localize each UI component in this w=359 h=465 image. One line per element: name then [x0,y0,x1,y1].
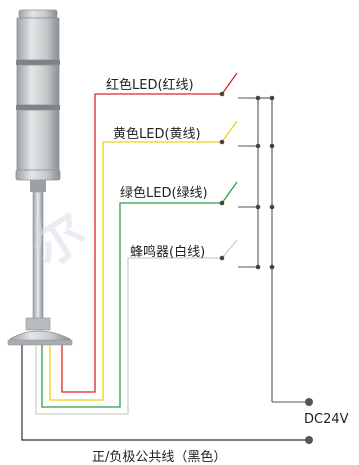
bus-junction-top-right [269,95,275,101]
white-switch-node [219,255,225,261]
green-wire [41,202,220,408]
tower-base-collar [25,317,51,331]
dc-bus [255,95,313,444]
bus-junction-y207 [269,204,275,210]
bus-junction-1 [255,95,261,101]
bus-junction-y146 [269,143,275,149]
white-wire [35,257,220,415]
green-switch-blade [221,181,238,204]
label-buzzer: 蜂鸣器(白线) [130,245,206,260]
label-green-led: 绿色LED(绿线) [120,186,208,201]
yellow-wire [49,141,220,401]
tower-ring-2 [16,105,60,110]
label-dc24v: DC24V [304,412,349,427]
tower-bottom-cap [15,169,61,181]
tower-tier-2 [16,64,60,106]
bus-junction-4 [255,264,261,270]
dc-terminal [305,398,313,406]
black-common-wire [21,345,308,441]
label-common-line: 正/负极公共线（黑色） [92,450,227,465]
tower-neck [30,180,46,192]
tower-top-cap [18,9,58,19]
bus-junction-2 [255,143,261,149]
yellow-switch-blade [221,120,238,143]
tower-tier-1 [16,17,60,61]
tower-pole [32,191,44,321]
label-yellow-led: 黄色LED(黄线) [113,127,201,142]
yellow-switch-node [219,139,225,145]
green-switch-node [219,200,225,206]
red-wire [61,93,220,393]
bus-junction-y267 [269,264,275,270]
tower-tier-3 [16,109,60,171]
red-switch-blade [221,72,238,95]
white-switch-blade [221,239,238,259]
wires [21,93,308,441]
tower-light [7,9,73,346]
red-switch-node [219,91,225,97]
bus-junction-3 [255,204,261,210]
tower-ring-1 [16,60,60,65]
label-red-led: 红色LED(红线) [106,78,194,93]
common-terminal [305,436,313,444]
tower-base-plate [7,339,73,346]
switches [219,72,258,268]
